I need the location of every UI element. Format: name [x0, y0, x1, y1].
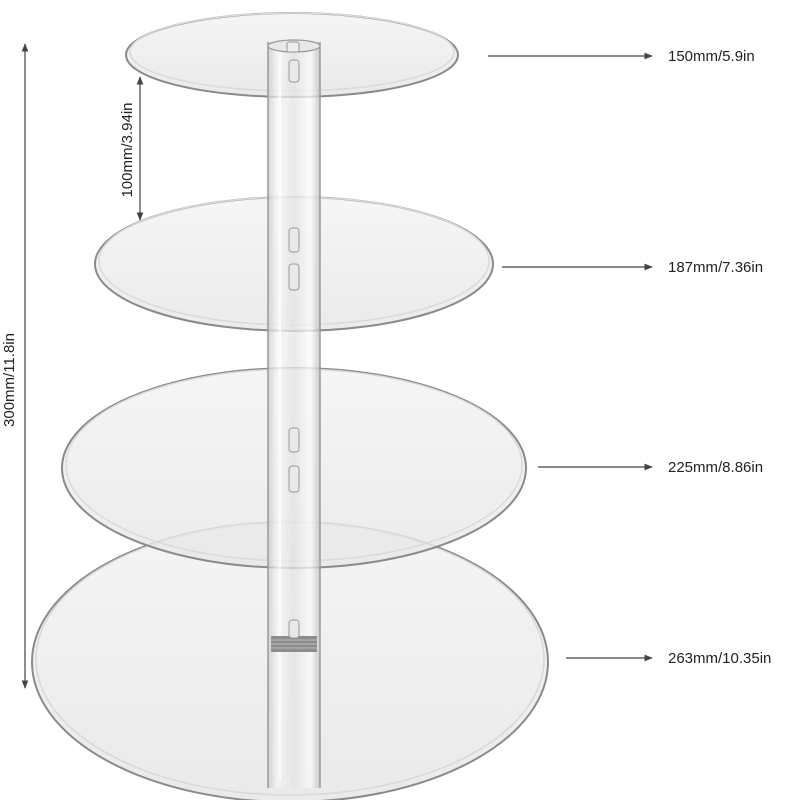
total-height-dimension: 300mm/11.8in — [1, 43, 29, 689]
total-height-label: 300mm/11.8in — [1, 333, 18, 427]
diameter-label-second: 187mm/7.36in — [668, 259, 763, 276]
diameter-label-third: 225mm/8.86in — [668, 459, 763, 476]
diameter-callout-top: 150mm/5.9in — [488, 48, 755, 65]
diameter-callout-second: 187mm/7.36in — [502, 259, 763, 276]
diameter-label-top: 150mm/5.9in — [668, 48, 755, 65]
diameter-callout-third: 225mm/8.86in — [538, 459, 763, 476]
tier-spacing-label: 100mm/3.94in — [119, 102, 136, 197]
diameter-callout-bottom: 263mm/10.35in — [566, 650, 771, 667]
diameter-label-bottom: 263mm/10.35in — [668, 650, 771, 667]
tier-spacing-dimension: 100mm/3.94in — [119, 76, 144, 221]
pillar-connectors — [286, 41, 300, 639]
center-pillar — [267, 39, 321, 788]
